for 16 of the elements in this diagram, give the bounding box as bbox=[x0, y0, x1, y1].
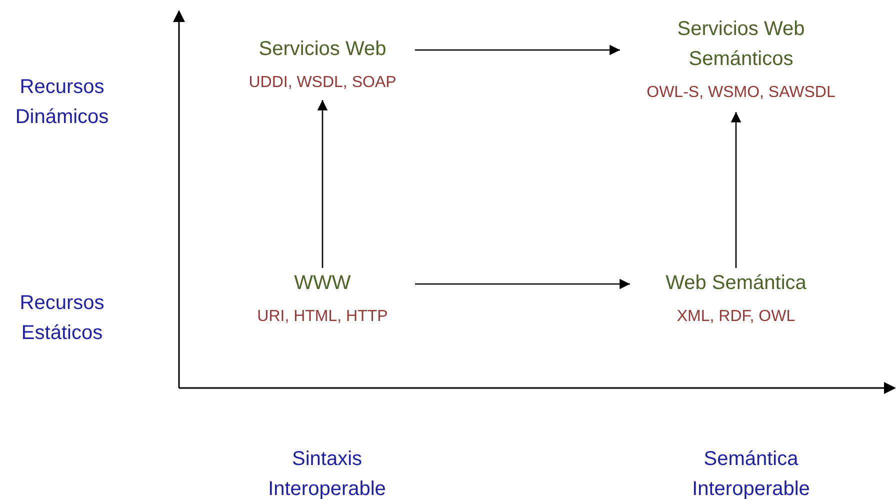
arrow bbox=[730, 112, 742, 268]
node-title: Web Semántica bbox=[666, 271, 806, 296]
arrow bbox=[415, 278, 630, 290]
axis-label: Recursos Dinámicos bbox=[14, 75, 110, 130]
node-title: Servicios Web bbox=[258, 37, 386, 62]
axis-label: Semántica Interoperable bbox=[691, 447, 811, 499]
technology-list: XML, RDF, OWL bbox=[676, 306, 796, 328]
axis-label: Sintaxis Interoperable bbox=[267, 447, 387, 499]
technology-list: OWL-S, WSMO, SAWSDL bbox=[646, 82, 836, 104]
node-title: WWW bbox=[294, 271, 351, 296]
technology-list: UDDI, WSDL, SOAP bbox=[248, 72, 396, 94]
arrow bbox=[415, 44, 620, 56]
arrow bbox=[317, 100, 328, 268]
axis-label: Recursos Estáticos bbox=[18, 291, 106, 346]
node-title: Servicios Web Semánticos bbox=[676, 17, 806, 72]
technology-list: URI, HTML, HTTP bbox=[257, 306, 388, 328]
